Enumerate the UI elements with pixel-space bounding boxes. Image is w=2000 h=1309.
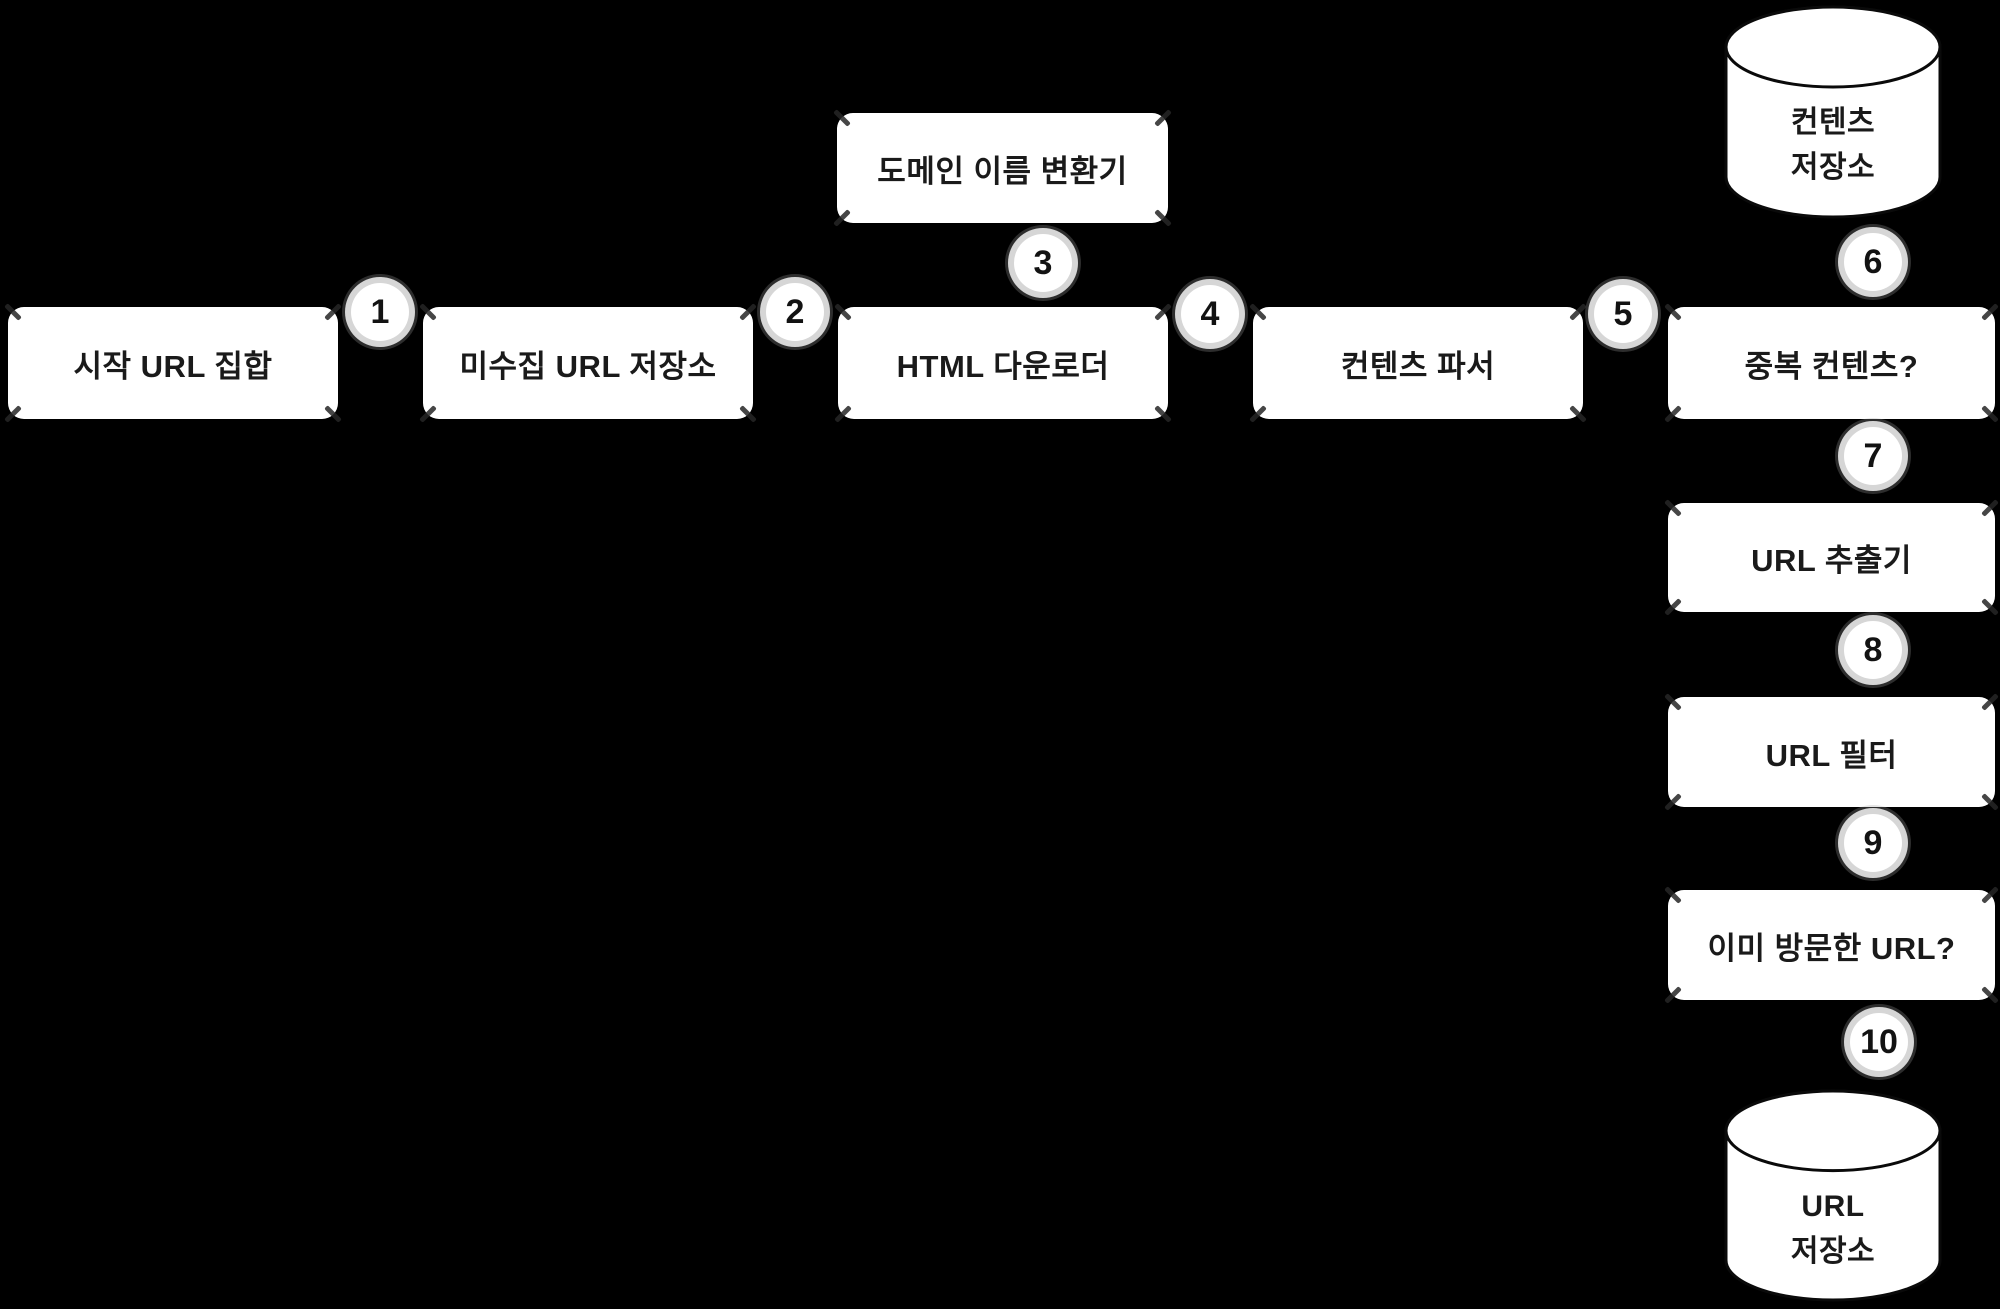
step-badge-5: 5: [1594, 285, 1652, 343]
corner-tick: [1154, 209, 1172, 227]
corner-tick: [1664, 405, 1682, 423]
corner-tick: [1664, 303, 1682, 321]
step-badge-2: 2: [766, 283, 824, 341]
corner-tick: [419, 303, 437, 321]
step-badge-1: 1: [351, 283, 409, 341]
corner-tick: [1154, 303, 1172, 321]
node-label-url-extractor: URL 추출기: [1751, 543, 1912, 578]
corner-tick: [833, 109, 851, 127]
node-visited-url-check: 이미 방문한 URL?: [1664, 886, 1999, 1004]
corner-tick: [4, 303, 22, 321]
corner-tick: [1664, 986, 1682, 1004]
step-badge-6: 6: [1844, 233, 1902, 291]
corner-tick: [324, 303, 342, 321]
corner-tick: [834, 405, 852, 423]
step-badge-10: 10: [1850, 1013, 1908, 1071]
corner-tick: [1249, 405, 1267, 423]
step-badge-4: 4: [1181, 285, 1239, 343]
node-unvisited-url-store: 미수집 URL 저장소: [419, 303, 757, 423]
corner-tick: [1664, 598, 1682, 616]
corner-tick: [1981, 793, 1999, 811]
corner-tick: [1664, 793, 1682, 811]
node-label-url-filter: URL 필터: [1765, 737, 1898, 773]
corner-tick: [1981, 886, 1999, 904]
node-label-html-downloader: HTML 다운로더: [896, 348, 1110, 384]
cylinder-label-line: 컨텐츠: [1790, 106, 1876, 139]
node-content-parser: 컨텐츠 파서: [1249, 303, 1587, 423]
corner-tick: [833, 209, 851, 227]
corner-tick: [1569, 405, 1587, 423]
cylinder-shape: [1724, 1089, 1942, 1302]
cylinder-label-line: URL: [1801, 1190, 1865, 1223]
step-badge-3: 3: [1014, 234, 1072, 292]
corner-tick: [1569, 303, 1587, 321]
node-url-filter: URL 필터: [1664, 693, 1999, 811]
corner-tick: [1154, 405, 1172, 423]
node-html-downloader: HTML 다운로더: [834, 303, 1172, 423]
step-badge-7: 7: [1844, 427, 1902, 485]
corner-tick: [419, 405, 437, 423]
node-label-unvisited-url-store: 미수집 URL 저장소: [459, 348, 717, 384]
cylinder-shape: [1724, 5, 1942, 219]
corner-tick: [1154, 109, 1172, 127]
step-badge-9: 9: [1844, 814, 1902, 872]
corner-tick: [1664, 886, 1682, 904]
node-label-duplicate-content-check: 중복 컨텐츠?: [1744, 348, 1919, 384]
node-label-content-parser: 컨텐츠 파서: [1340, 348, 1496, 384]
cylinder-label-line: 저장소: [1790, 1235, 1876, 1268]
node-url-extractor: URL 추출기: [1664, 499, 1999, 616]
corner-tick: [1981, 499, 1999, 517]
step-badge-8: 8: [1844, 621, 1902, 679]
corner-tick: [1981, 986, 1999, 1004]
corner-tick: [1664, 499, 1682, 517]
node-label-url-storage: URL 저장소: [1723, 1184, 1943, 1274]
corner-tick: [1981, 598, 1999, 616]
corner-tick: [1981, 693, 1999, 711]
corner-tick: [1249, 303, 1267, 321]
node-start-url-set: 시작 URL 집합: [4, 303, 342, 423]
node-label-domain-name-resolver: 도메인 이름 변환기: [877, 153, 1128, 189]
node-label-start-url-set: 시작 URL 집합: [73, 348, 273, 384]
corner-tick: [1664, 693, 1682, 711]
cylinder-label-line: 저장소: [1790, 151, 1876, 184]
node-domain-name-resolver: 도메인 이름 변환기: [833, 109, 1172, 227]
corner-tick: [739, 405, 757, 423]
corner-tick: [4, 405, 22, 423]
corner-tick: [1981, 303, 1999, 321]
node-duplicate-content-check: 중복 컨텐츠?: [1664, 303, 1999, 423]
corner-tick: [834, 303, 852, 321]
node-url-storage: URL 저장소: [1723, 1087, 1943, 1303]
node-label-visited-url-check: 이미 방문한 URL?: [1707, 930, 1956, 966]
corner-tick: [324, 405, 342, 423]
corner-tick: [739, 303, 757, 321]
corner-tick: [1981, 405, 1999, 423]
